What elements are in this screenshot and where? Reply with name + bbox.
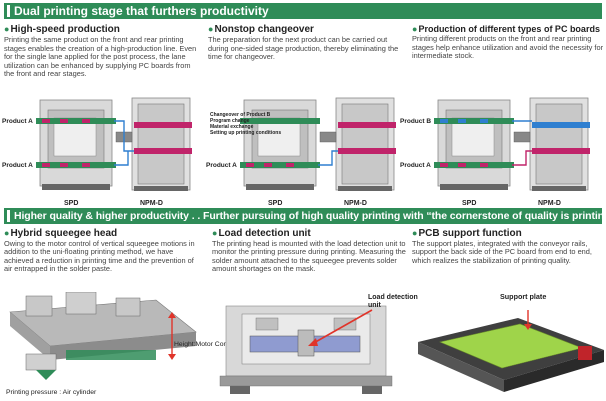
changeover-notes: Changeover of Product B Program change M… bbox=[210, 112, 282, 136]
section2-banner: Higher quality & higher productivity . .… bbox=[4, 208, 602, 224]
pcb-support-function: ●PCB support function The support plates… bbox=[412, 228, 604, 265]
pcb-support-title: ●PCB support function bbox=[412, 228, 522, 239]
hybrid-text: Owing to the motor control of vertical s… bbox=[4, 239, 195, 273]
load-detection-title: ●Load detection unit bbox=[212, 228, 311, 239]
squeegee-head-image bbox=[9, 291, 197, 380]
support-plate-callout: Support plate bbox=[500, 292, 547, 301]
load-detection-illustration: Load detection unit bbox=[216, 294, 418, 400]
machine-label-npm: NPM-D bbox=[538, 200, 561, 207]
pcb-support-text: The support plates, integrated with the … bbox=[412, 239, 592, 265]
different-boards-title: ●Production of different types of PC boa… bbox=[412, 24, 600, 34]
different-pc-boards: ●Production of different types of PC boa… bbox=[412, 24, 604, 61]
machine-label-spd: SPD bbox=[462, 200, 477, 207]
nonstop-text: The preparation for the next product can… bbox=[208, 35, 399, 62]
diagram-different-boards: Product B Product A bbox=[400, 96, 604, 200]
product-label-bottom: Product A bbox=[206, 162, 237, 169]
machine-label-spd: SPD bbox=[64, 200, 79, 207]
machine-label-npm: NPM-D bbox=[140, 200, 163, 207]
diagram-nonstop: Changeover of Product B Program change M… bbox=[206, 96, 410, 200]
different-boards-text: Printing different products on the front… bbox=[412, 34, 604, 61]
machine-label-npm: NPM-D bbox=[344, 200, 367, 207]
high-speed-title: ●High-speed production bbox=[4, 24, 120, 35]
product-label-bottom: Product A bbox=[2, 162, 33, 169]
bullet-icon: ● bbox=[208, 24, 214, 34]
product-label-top: Product A bbox=[2, 118, 33, 125]
bullet-icon: ● bbox=[412, 24, 418, 34]
machine-diagram bbox=[434, 97, 590, 191]
nonstop-title: ●Nonstop changeover bbox=[208, 24, 314, 35]
machine-diagram bbox=[240, 97, 396, 191]
load-detection-image bbox=[219, 305, 393, 394]
nonstop-changeover: ●Nonstop changeover The preparation for … bbox=[208, 24, 403, 62]
load-detection-text: The printing head is mounted with the lo… bbox=[212, 239, 406, 273]
machine-label-spd: SPD bbox=[268, 200, 283, 207]
printing-pressure-label: Printing pressure : Air cylinder bbox=[6, 389, 97, 396]
height-motor-control-label: Height:Motor Control bbox=[174, 341, 237, 348]
bullet-icon: ● bbox=[4, 228, 10, 238]
bullet-icon: ● bbox=[212, 228, 218, 238]
high-speed-production: ●High-speed production Printing the same… bbox=[4, 24, 202, 79]
bullet-icon: ● bbox=[412, 228, 418, 238]
load-detection-unit: ●Load detection unit The printing head i… bbox=[212, 228, 408, 273]
pcb-support-image bbox=[418, 310, 604, 392]
bullet-icon: ● bbox=[4, 24, 10, 34]
high-speed-text: Printing the same product on the front a… bbox=[4, 35, 197, 79]
hybrid-title: ●Hybrid squeegee head bbox=[4, 228, 118, 239]
hybrid-squeegee-head: ●Hybrid squeegee head Owing to the motor… bbox=[4, 228, 204, 273]
diagram-high-speed: Product A Product A bbox=[2, 96, 206, 200]
pcb-support-illustration: Support plate bbox=[418, 292, 604, 400]
load-detection-callout: Load detection unit bbox=[368, 294, 418, 309]
product-label-bottom: Product A bbox=[400, 162, 431, 169]
product-label-top: Product B bbox=[400, 118, 432, 125]
section1-banner: Dual printing stage that furthers produc… bbox=[4, 3, 602, 19]
squeegee-illustration: Height:Motor Control Printing pressure :… bbox=[6, 291, 237, 400]
machine-diagram bbox=[36, 97, 192, 191]
